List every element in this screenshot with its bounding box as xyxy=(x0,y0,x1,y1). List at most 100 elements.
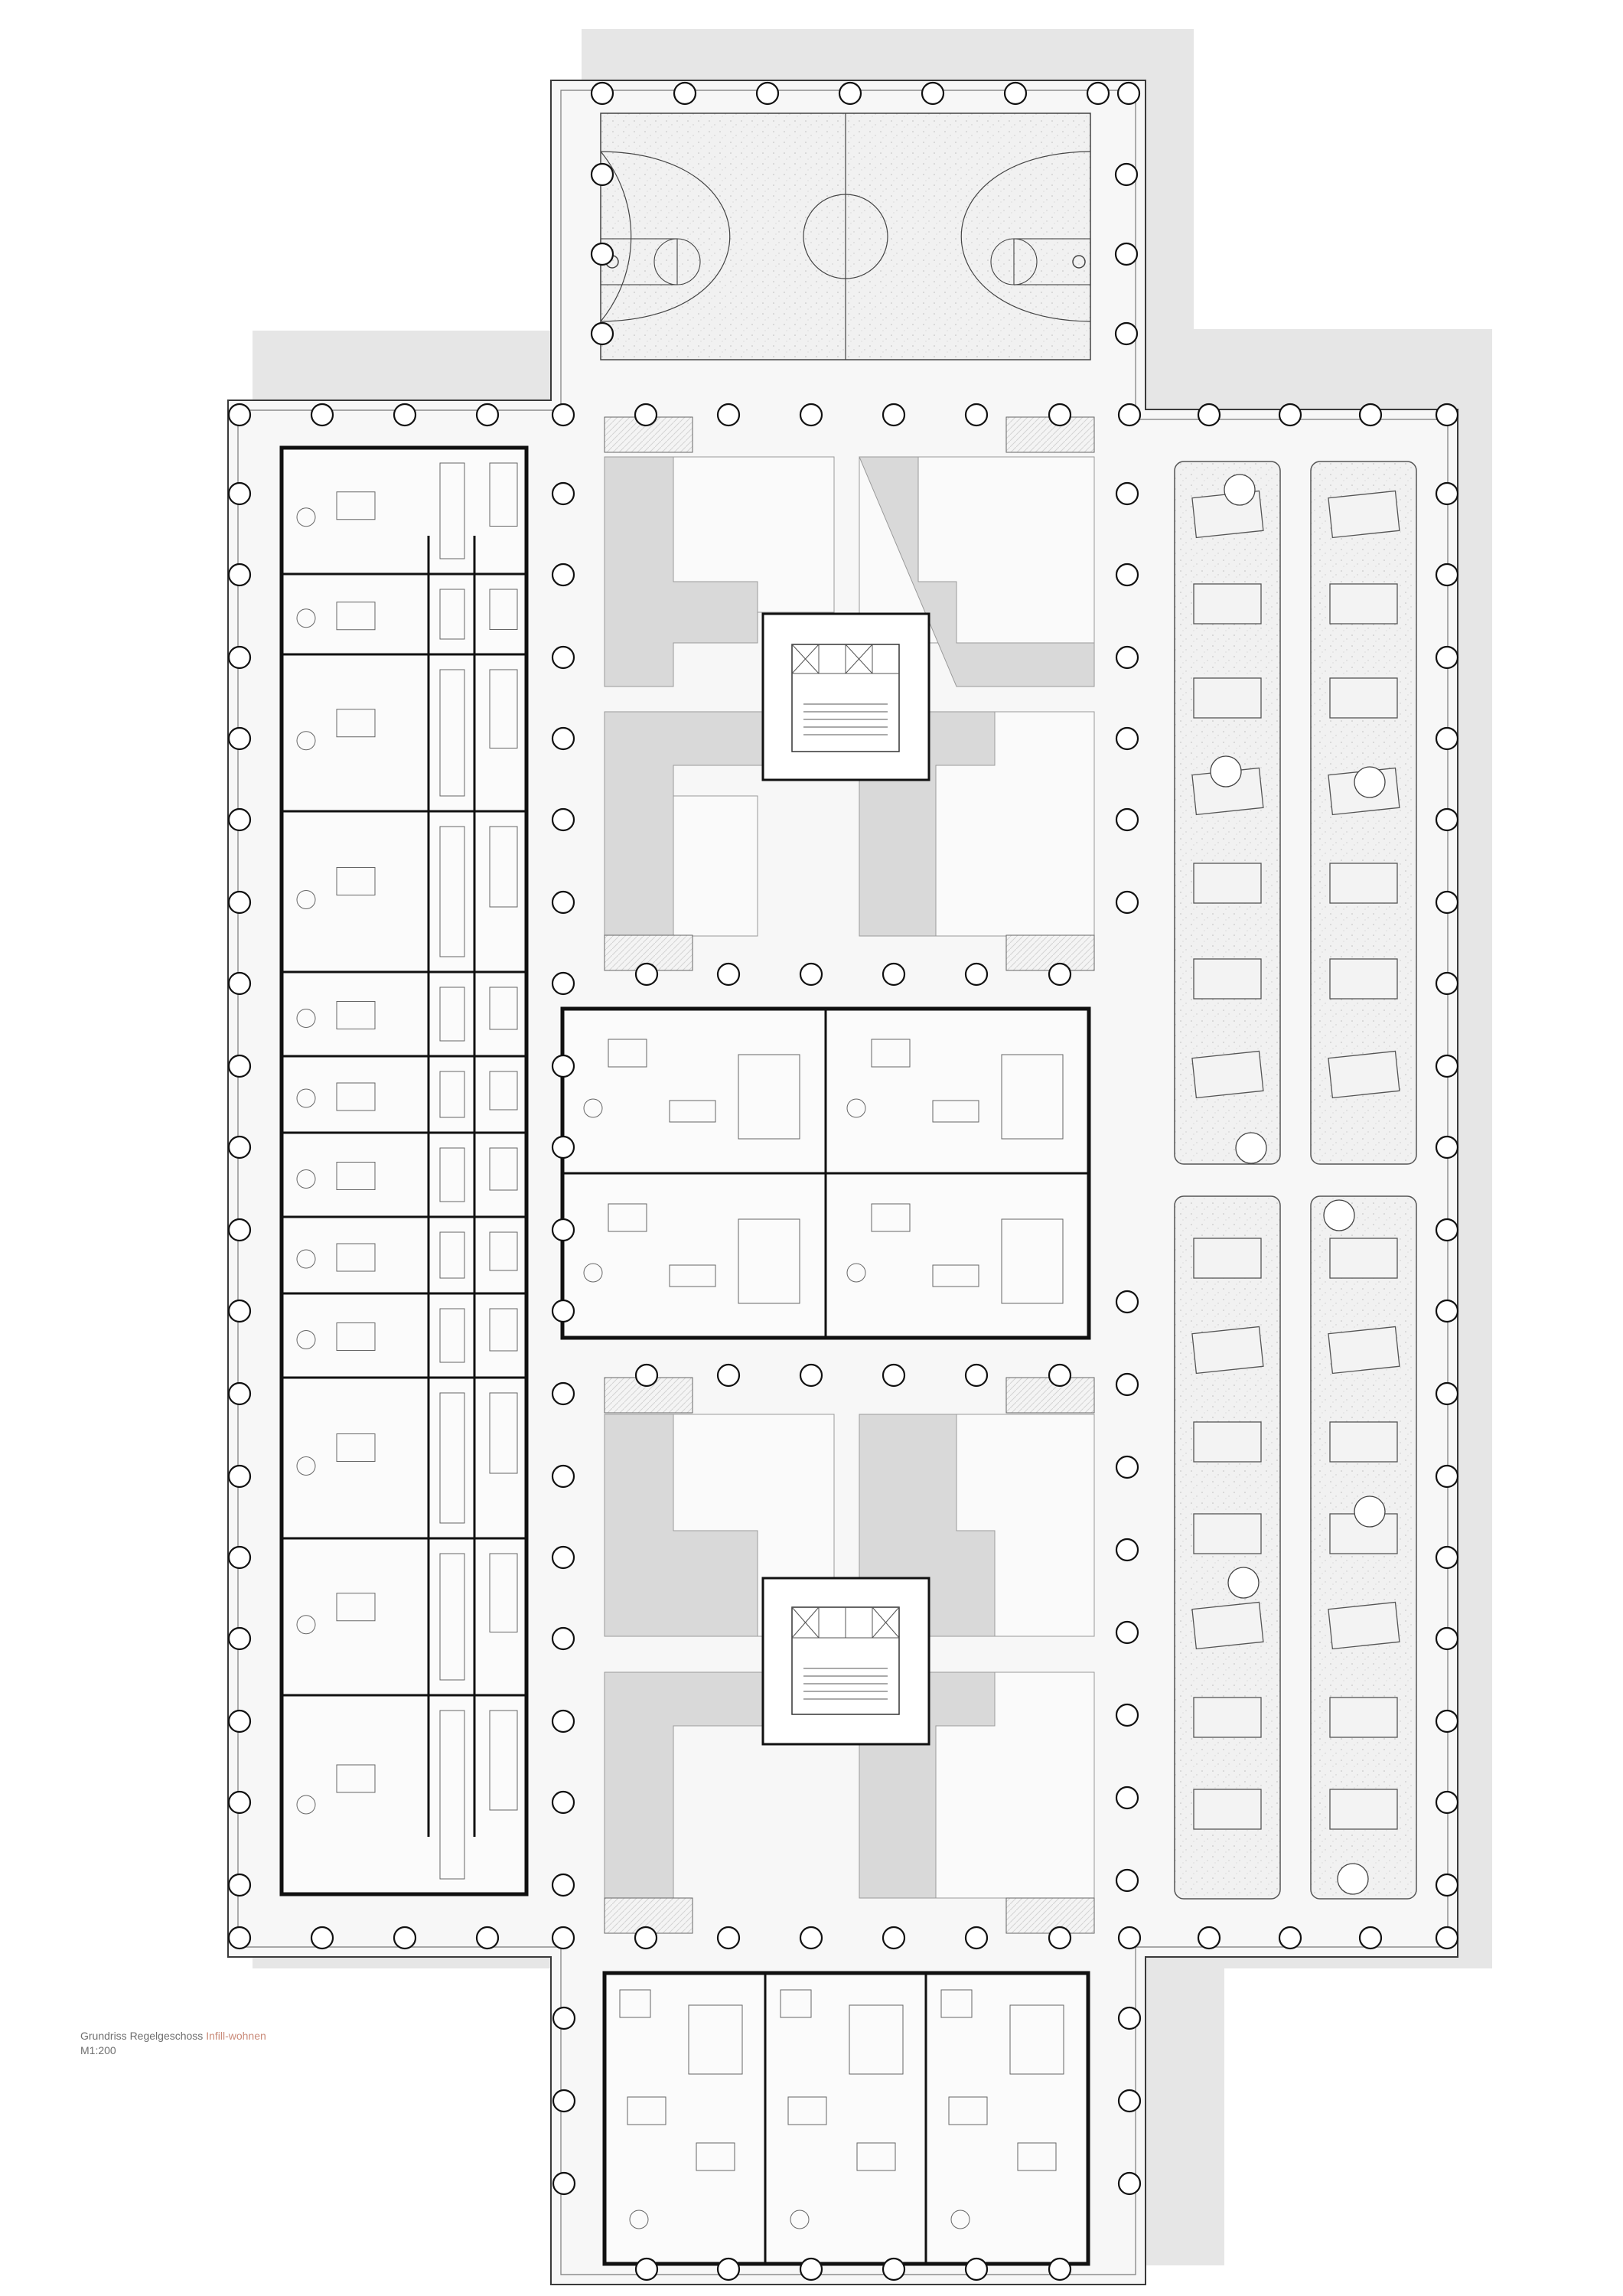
table xyxy=(296,1330,316,1349)
bed xyxy=(336,1243,376,1272)
bathroom xyxy=(439,462,465,559)
column xyxy=(227,726,252,751)
kitchenette xyxy=(489,1147,518,1191)
bed xyxy=(856,2142,896,2171)
column xyxy=(964,403,989,427)
column xyxy=(1115,1703,1139,1727)
column xyxy=(227,971,252,996)
column xyxy=(551,481,575,506)
column xyxy=(1435,403,1459,427)
column xyxy=(1048,962,1072,987)
bed xyxy=(948,2096,988,2125)
sofa xyxy=(932,1100,979,1123)
bed xyxy=(336,709,376,738)
left-apartment-block xyxy=(279,445,529,1896)
column xyxy=(475,1926,500,1950)
tree xyxy=(1235,1132,1267,1164)
column xyxy=(393,403,417,427)
bed xyxy=(336,867,376,895)
column xyxy=(1115,481,1139,506)
parked-car xyxy=(1193,1238,1262,1279)
column xyxy=(475,403,500,427)
column xyxy=(227,481,252,506)
column xyxy=(799,1363,823,1388)
column xyxy=(716,962,741,987)
table xyxy=(296,890,316,909)
column xyxy=(1435,1545,1459,1570)
column xyxy=(590,81,614,106)
column xyxy=(1048,2257,1072,2281)
column xyxy=(634,403,658,427)
bathroom xyxy=(439,1392,465,1524)
column xyxy=(1435,1790,1459,1815)
basketball-court xyxy=(600,113,1091,360)
kitchenette xyxy=(619,1989,651,2018)
column xyxy=(964,962,989,987)
drawing-caption: Grundriss Regelgeschoss Infill-wohnen M1… xyxy=(80,2029,266,2058)
column xyxy=(227,807,252,832)
bed xyxy=(608,1039,647,1068)
parked-car xyxy=(1328,1326,1400,1375)
column xyxy=(393,1926,417,1950)
bathroom xyxy=(1009,2004,1064,2075)
column xyxy=(799,962,823,987)
column xyxy=(1435,1464,1459,1489)
column xyxy=(1114,162,1139,187)
table xyxy=(790,2210,810,2229)
column xyxy=(227,1299,252,1323)
column xyxy=(551,1709,575,1733)
bed xyxy=(871,1203,911,1232)
bathroom xyxy=(688,2004,743,2075)
bathroom xyxy=(439,1710,465,1880)
column xyxy=(964,1363,989,1388)
column xyxy=(227,563,252,587)
column xyxy=(590,162,614,187)
parked-car xyxy=(1329,1789,1398,1830)
parked-car xyxy=(1193,1421,1262,1463)
column xyxy=(1435,1926,1459,1950)
column xyxy=(227,645,252,670)
bed xyxy=(336,1001,376,1029)
tree xyxy=(1323,1199,1355,1231)
column xyxy=(1115,563,1139,587)
sofa xyxy=(669,1264,716,1287)
column xyxy=(799,2257,823,2281)
parked-car xyxy=(1191,1601,1264,1650)
column xyxy=(552,2006,576,2030)
column xyxy=(1435,726,1459,751)
column xyxy=(551,563,575,587)
column xyxy=(634,2257,659,2281)
column xyxy=(310,403,334,427)
column xyxy=(1086,81,1110,106)
bed xyxy=(627,2096,666,2125)
column xyxy=(551,1054,575,1078)
column xyxy=(1278,403,1302,427)
column xyxy=(799,1926,823,1950)
bathroom xyxy=(849,2004,904,2075)
parked-car xyxy=(1193,1789,1262,1830)
table xyxy=(846,1098,866,1118)
kitchenette xyxy=(489,589,518,630)
column xyxy=(1115,807,1139,832)
column xyxy=(1114,321,1139,346)
kitchenette xyxy=(489,669,518,748)
central-apartment-block xyxy=(560,1006,1091,1340)
column xyxy=(227,1626,252,1651)
stair-core-upper xyxy=(761,612,930,781)
caption-title-line: Grundriss Regelgeschoss Infill-wohnen xyxy=(80,2029,266,2043)
column xyxy=(1435,1873,1459,1897)
column xyxy=(551,726,575,751)
column xyxy=(552,2171,576,2196)
column xyxy=(1115,1372,1139,1397)
tree xyxy=(1224,474,1256,506)
column xyxy=(1435,1218,1459,1242)
table xyxy=(296,1169,316,1189)
kitchenette xyxy=(489,826,518,908)
parked-car xyxy=(1193,583,1262,625)
column xyxy=(1117,2171,1142,2196)
column xyxy=(227,890,252,915)
garden-strips xyxy=(1174,461,1417,1900)
column xyxy=(551,1135,575,1159)
parked-car xyxy=(1193,1513,1262,1554)
column xyxy=(1115,1538,1139,1562)
